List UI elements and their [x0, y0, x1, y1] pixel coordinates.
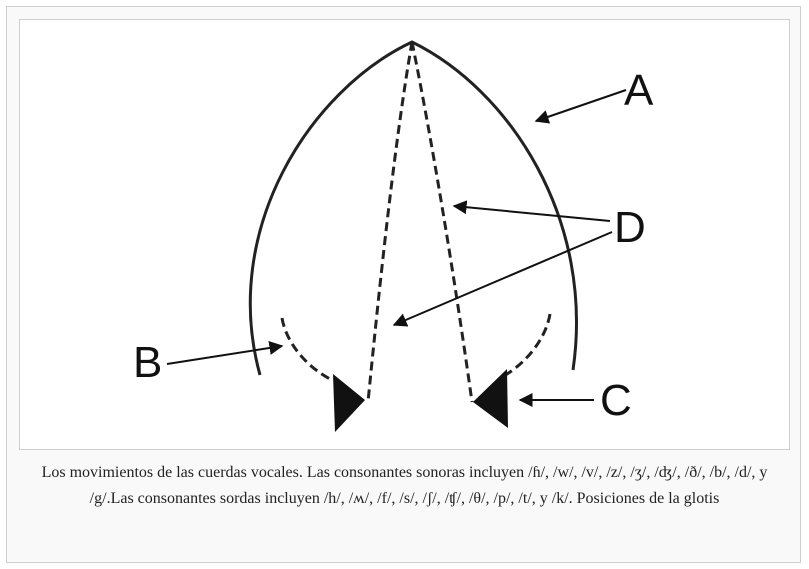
figure-caption: Los movimientos de las cuerdas vocales. … — [41, 464, 768, 507]
left-short-dashed-arc — [280, 317, 333, 382]
arrow-b — [166, 341, 284, 365]
right-short-dashed-arc — [501, 313, 552, 379]
vocal-cord-left-dashed — [366, 41, 414, 403]
outer-boundary-curve — [248, 40, 578, 376]
arrow-a — [534, 89, 627, 124]
arrow-d-lower — [392, 231, 613, 327]
label-c: C — [600, 376, 632, 425]
label-d: D — [614, 203, 646, 252]
vocal-cord-right-dashed — [410, 41, 474, 403]
label-b: B — [133, 338, 162, 387]
label-a: A — [624, 66, 654, 115]
left-arytenoid-wedge — [333, 374, 365, 432]
glottis-diagram: A D B C — [133, 40, 654, 432]
right-arytenoid-wedge — [473, 369, 508, 428]
arrow-d-upper — [452, 200, 611, 222]
